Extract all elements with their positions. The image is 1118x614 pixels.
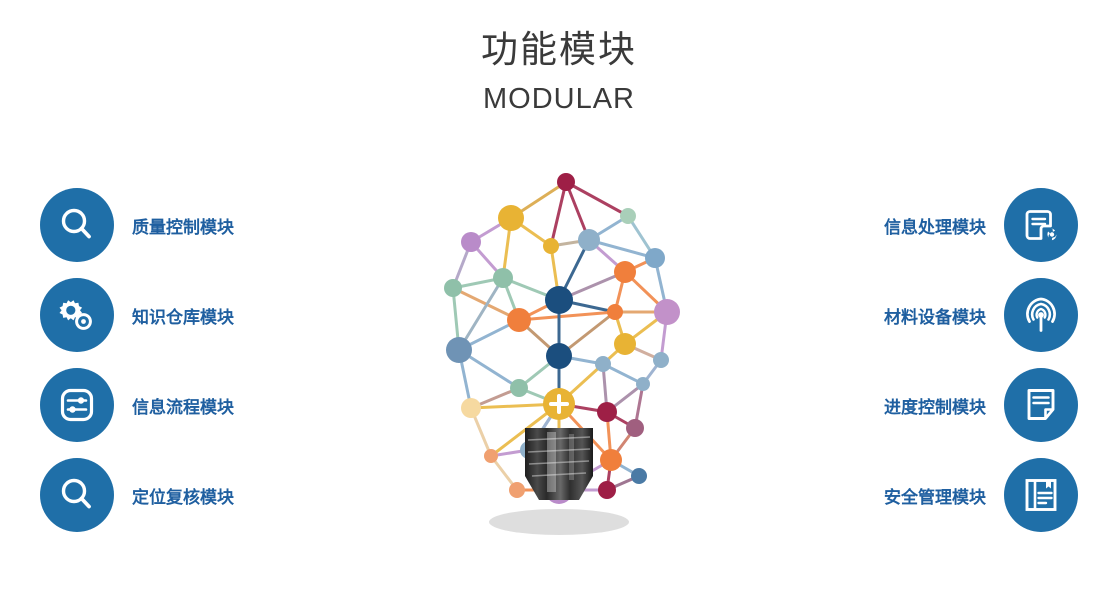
page-title: 功能模块 (481, 29, 637, 70)
module-label: 安全管理模块 (884, 487, 986, 507)
module-label: 定位复核模块 (132, 487, 234, 507)
module-label: 进度控制模块 (884, 397, 986, 417)
module-label: 材料设备模块 (884, 307, 986, 327)
book-icon (1025, 479, 1057, 511)
bulb-shadow (489, 509, 629, 535)
badge-antenna-signal (1004, 278, 1078, 352)
module-item-material-equipment[interactable]: 材料设备模块 (778, 278, 1078, 352)
module-item-knowledge-repository[interactable]: 知识仓库模块 (40, 278, 340, 352)
module-label: 信息处理模块 (884, 217, 986, 237)
module-label: 知识仓库模块 (132, 307, 234, 327)
left-module-column: 质量控制模块 知识仓库模块 (40, 188, 340, 548)
badge-note-page (1004, 368, 1078, 442)
badge-sliders (40, 368, 114, 442)
plus-glyph (549, 394, 569, 414)
badge-book (1004, 458, 1078, 532)
antenna-signal-icon (1026, 297, 1056, 332)
module-item-information-processing[interactable]: 信息处理模块 (778, 188, 1078, 262)
bulb-screw-base (525, 428, 593, 500)
badge-gears (40, 278, 114, 352)
module-item-information-flow[interactable]: 信息流程模块 (40, 368, 340, 442)
module-item-safety-management[interactable]: 安全管理模块 (778, 458, 1078, 532)
page-subtitle: MODULAR (482, 83, 635, 115)
module-item-quality-control[interactable]: 质量控制模块 (40, 188, 340, 262)
sliders-icon (60, 388, 94, 422)
module-label: 质量控制模块 (132, 217, 234, 237)
note-page-icon (1027, 389, 1055, 420)
magnifier-icon (61, 478, 91, 509)
badge-document-refresh (1004, 188, 1078, 262)
network-lightbulb-illustration (429, 160, 689, 550)
badge-magnifier (40, 458, 114, 532)
module-label: 信息流程模块 (132, 397, 234, 417)
lightbulb-graphic (444, 173, 680, 535)
right-module-column: 信息处理模块 材料设备模块 进度控制模块 (778, 188, 1078, 548)
document-refresh-icon (1025, 210, 1057, 241)
gears-icon (59, 300, 92, 330)
badge-magnifier (40, 188, 114, 262)
module-item-schedule-control[interactable]: 进度控制模块 (778, 368, 1078, 442)
magnifier-icon (61, 208, 91, 239)
page-header: 功能模块 MODULAR (0, 28, 1118, 118)
module-item-location-review[interactable]: 定位复核模块 (40, 458, 340, 532)
